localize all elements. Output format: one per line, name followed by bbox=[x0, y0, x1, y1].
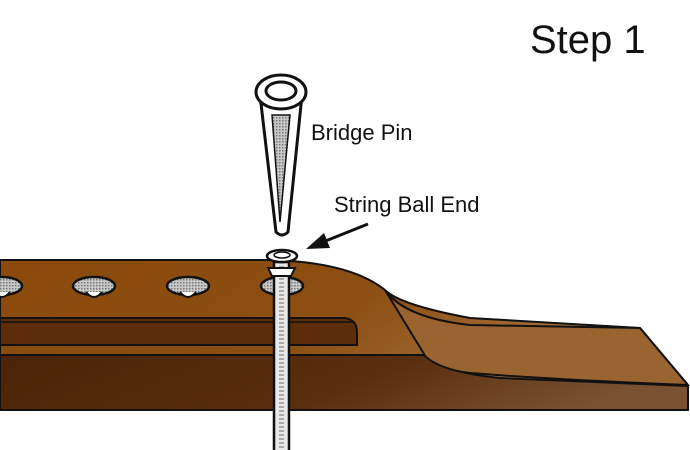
bridge-side-face bbox=[0, 354, 689, 411]
saddle-slot bbox=[0, 317, 358, 346]
bridge-pin-label: Bridge Pin bbox=[311, 120, 413, 145]
guitar-string bbox=[272, 260, 291, 450]
string-ball-end-label: String Ball End bbox=[334, 192, 480, 217]
step-title: Step 1 bbox=[530, 18, 646, 62]
pin-hole bbox=[165, 275, 211, 298]
pin-hole bbox=[0, 275, 24, 298]
string-ball-end bbox=[265, 248, 299, 277]
arrow-icon bbox=[306, 222, 369, 249]
bridge-pin bbox=[254, 73, 308, 237]
pin-hole bbox=[71, 275, 117, 298]
